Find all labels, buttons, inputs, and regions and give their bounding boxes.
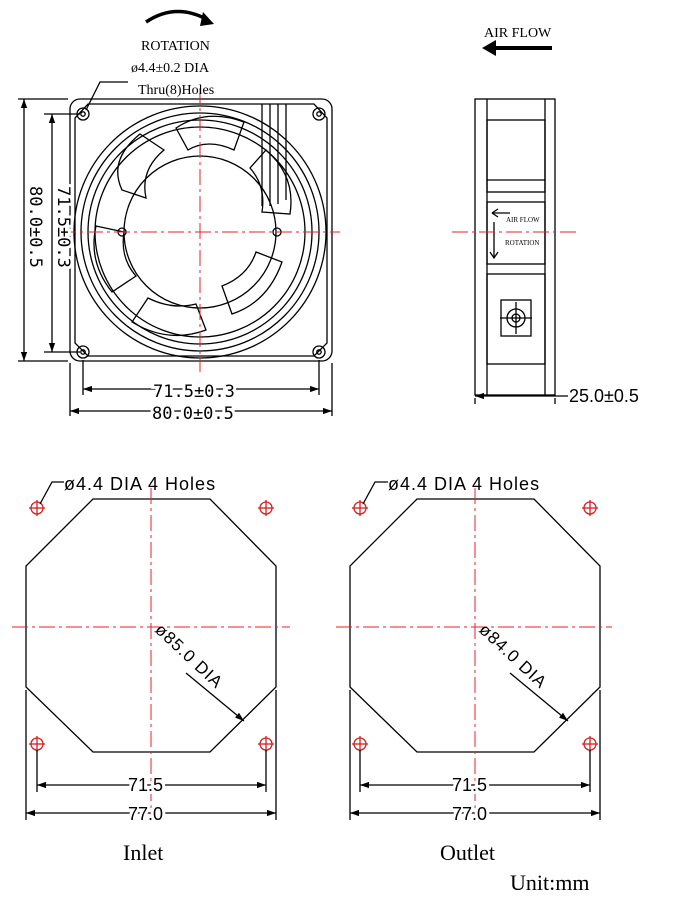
inlet-view — [12, 481, 290, 820]
front-hole-callout-1: ø4.4±0.2 DIA — [131, 61, 210, 76]
front-dim-hole-spacing-v: 71.5±0.3 — [53, 186, 73, 268]
front-dim-hole-spacing-h: 71.5±0.3 — [153, 382, 235, 402]
airflow-label: AIR FLOW — [484, 26, 552, 41]
inlet-outline — [25, 498, 277, 753]
outlet-view — [336, 481, 612, 820]
side-view — [452, 40, 580, 404]
inlet-caption: Inlet — [123, 840, 163, 865]
fan-blades — [93, 104, 292, 336]
side-rotation-small-label: ROTATION — [505, 239, 539, 247]
rotation-arrow-icon — [145, 9, 209, 24]
front-hole-callout-2: Thru(8)Holes — [138, 83, 214, 98]
outlet-hole-callout: ø4.4 DIA 4 Holes — [388, 474, 540, 494]
outlet-outline — [349, 498, 601, 753]
outlet-caption: Outlet — [440, 840, 495, 865]
units-label: Unit:mm — [510, 870, 589, 895]
outlet-dim-hole-spacing: 71.5 — [452, 775, 487, 795]
outlet-dia-label: ø84.0 DIA — [475, 620, 551, 692]
front-view — [18, 9, 340, 416]
inlet-dim-width: 77.0 — [128, 804, 163, 824]
front-dim-width: 80.0±0.5 — [152, 404, 234, 424]
side-dim-depth: 25.0±0.5 — [569, 386, 639, 406]
rotation-label: ROTATION — [141, 39, 210, 54]
outlet-dim-width: 77.0 — [452, 804, 487, 824]
fan-frame-outline — [69, 98, 333, 362]
side-airflow-small-label: AIR FLOW — [506, 216, 540, 224]
inlet-hole-callout: ø4.4 DIA 4 Holes — [64, 474, 216, 494]
inlet-dia-label: ø85.0 DIA — [151, 620, 227, 692]
inlet-dim-hole-spacing: 71.5 — [128, 775, 163, 795]
front-dim-height: 80.0±0.5 — [25, 186, 45, 268]
